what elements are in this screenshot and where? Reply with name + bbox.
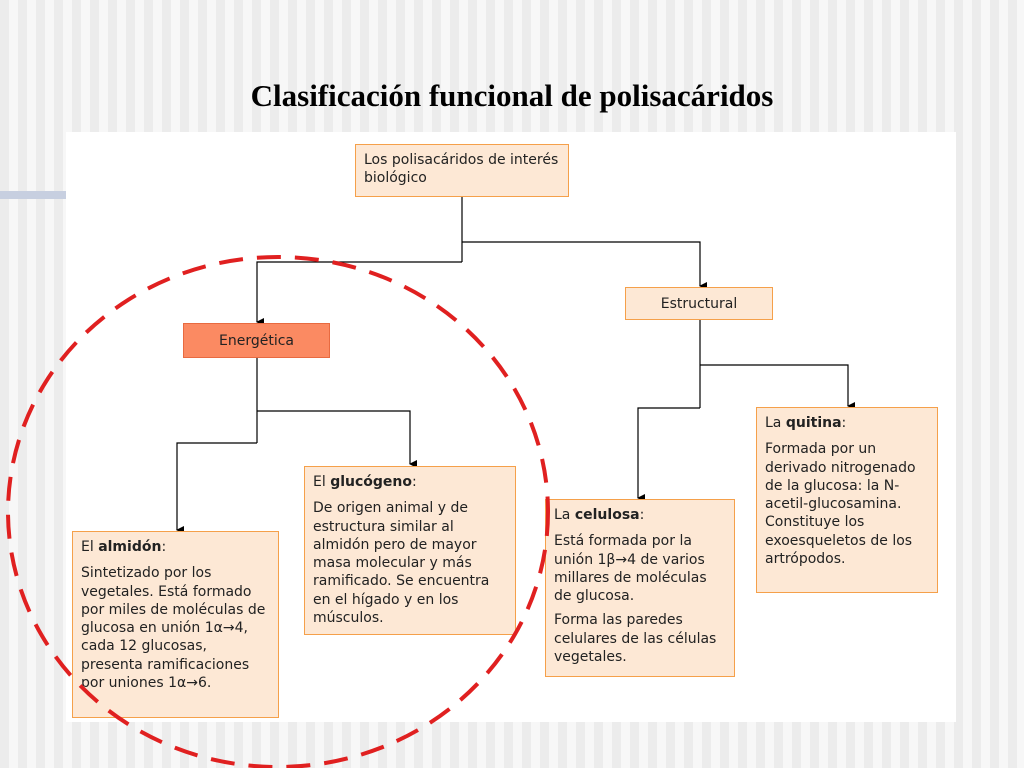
celulosa-suffix: : xyxy=(639,507,645,523)
almidon-node: El almidón: Sintetizado por los vegetale… xyxy=(72,531,279,718)
connector-energetica-almidon xyxy=(176,442,257,534)
quitina-prefix: La xyxy=(765,415,786,431)
slide-title: Clasificación funcional de polisacáridos xyxy=(250,78,774,113)
celulosa-text2: Forma las paredes celulares de las célul… xyxy=(554,612,717,666)
almidon-suffix: : xyxy=(161,539,167,555)
quitina-term: quitina xyxy=(785,415,842,431)
glucogeno-heading: El glucógeno: xyxy=(313,473,507,491)
connector-root-estructural xyxy=(462,241,707,290)
accent-line xyxy=(0,191,66,199)
celulosa-node: La celulosa: Está formada por la unión 1… xyxy=(545,499,735,677)
connector-energetica-glucogeno xyxy=(257,410,417,468)
almidon-heading: El almidón: xyxy=(81,538,270,556)
glucogeno-suffix: : xyxy=(412,474,417,490)
quitina-suffix: : xyxy=(841,415,847,431)
glucogeno-text: De origen animal y de estructura similar… xyxy=(313,500,490,627)
connector-estructural-celulosa xyxy=(637,407,700,502)
connector-root-energetica xyxy=(256,261,462,326)
celulosa-text: Está formada por la unión 1β→4 de varios… xyxy=(554,533,707,605)
estructural-node: Estructural xyxy=(625,287,773,320)
energetica-node: Energética xyxy=(183,323,330,358)
celulosa-heading: La celulosa: xyxy=(554,506,726,524)
glucogeno-prefix: El xyxy=(313,474,331,490)
glucogeno-node: El glucógeno: De origen animal y de estr… xyxy=(304,466,516,635)
almidon-text: Sintetizado por los vegetales. Está form… xyxy=(81,565,266,692)
almidon-prefix: El xyxy=(81,539,99,555)
root-node: Los polisacáridos de interés biológico xyxy=(355,144,569,197)
connector-estructural-quitina xyxy=(700,364,855,410)
quitina-node: La quitina: Formada por un derivado nitr… xyxy=(756,407,938,593)
almidon-term: almidón xyxy=(98,539,162,555)
celulosa-term: celulosa xyxy=(574,507,640,523)
celulosa-prefix: La xyxy=(554,507,575,523)
quitina-heading: La quitina: xyxy=(765,414,929,432)
glucogeno-term: glucógeno xyxy=(330,474,412,490)
quitina-text: Formada por un derivado nitrogenado de l… xyxy=(765,441,916,568)
